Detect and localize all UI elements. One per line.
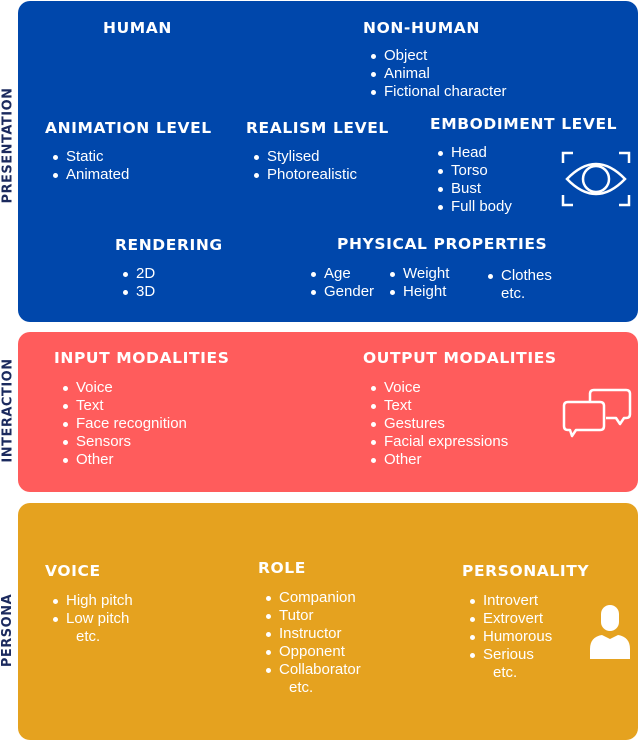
physical-properties-col2: Weight Height	[387, 265, 449, 301]
list-item: Height	[387, 283, 449, 301]
rendering-heading: RENDERING	[115, 236, 223, 254]
list-item: Other	[368, 451, 508, 469]
list-item: Animal	[368, 65, 507, 83]
animation-level-list: Static Animated	[50, 148, 129, 184]
list-item: Opponent	[263, 643, 361, 661]
rendering-list: 2D 3D	[120, 265, 155, 301]
persona-panel: VOICE High pitch Low pitch etc. ROLE Com…	[18, 503, 638, 740]
physical-properties-col1: Age Gender	[308, 265, 374, 301]
persona-side-label: PERSONA	[0, 575, 16, 685]
list-item: 3D	[120, 283, 155, 301]
list-item: Animated	[50, 166, 129, 184]
embodiment-level-heading: EMBODIMENT LEVEL	[430, 115, 618, 133]
list-item: Instructor	[263, 625, 361, 643]
presentation-label-text: PRESENTATION	[0, 86, 16, 204]
physical-properties-col3: Clothes etc.	[485, 267, 552, 303]
realism-level-list: Stylised Photorealistic	[251, 148, 357, 184]
personality-list: Introvert Extrovert Humorous Serious etc…	[467, 592, 552, 682]
list-item: Other	[60, 451, 187, 469]
embodiment-level-list: Head Torso Bust Full body	[435, 144, 512, 216]
output-modalities-heading: OUTPUT MODALITIES	[363, 349, 557, 367]
list-item: Torso	[435, 162, 512, 180]
list-item: Text	[60, 397, 187, 415]
list-item: Photorealistic	[251, 166, 357, 184]
eye-scan-icon	[561, 151, 631, 207]
role-list: Companion Tutor Instructor Opponent Coll…	[263, 589, 361, 697]
role-heading: ROLE	[258, 559, 306, 577]
list-item: Extrovert	[467, 610, 552, 628]
input-modalities-heading: INPUT MODALITIES	[54, 349, 230, 367]
list-item: Gender	[308, 283, 374, 301]
list-item: Fictional character	[368, 83, 507, 101]
presentation-side-label: PRESENTATION	[0, 60, 16, 230]
etc-note: etc.	[501, 285, 526, 302]
list-item: 2D	[120, 265, 155, 283]
etc-note: etc.	[289, 679, 314, 696]
list-item: Humorous	[467, 628, 552, 646]
list-item: Clothes	[485, 267, 552, 285]
animation-level-heading: ANIMATION LEVEL	[45, 119, 212, 137]
list-item: Text	[368, 397, 508, 415]
list-item: Stylised	[251, 148, 357, 166]
list-item: Facial expressions	[368, 433, 508, 451]
non-human-list: Object Animal Fictional character	[368, 47, 507, 101]
voice-heading: VOICE	[45, 562, 101, 580]
list-item: Companion	[263, 589, 361, 607]
voice-list: High pitch Low pitch etc.	[50, 592, 133, 646]
list-item: High pitch	[50, 592, 133, 610]
persona-label-text: PERSONA	[0, 593, 16, 667]
interaction-side-label: INTERACTION	[0, 340, 16, 480]
list-item: Low pitch	[50, 610, 133, 628]
list-item: Head	[435, 144, 512, 162]
output-modalities-list: Voice Text Gestures Facial expressions O…	[368, 379, 508, 469]
input-modalities-list: Voice Text Face recognition Sensors Othe…	[60, 379, 187, 469]
list-item: Tutor	[263, 607, 361, 625]
list-item: Introvert	[467, 592, 552, 610]
list-item: Serious	[467, 646, 552, 664]
list-item: Voice	[368, 379, 508, 397]
list-item: Bust	[435, 180, 512, 198]
interaction-panel: INPUT MODALITIES Voice Text Face recogni…	[18, 332, 638, 492]
physical-properties-heading: PHYSICAL PROPERTIES	[337, 235, 548, 253]
presentation-panel: HUMAN NON-HUMAN Object Animal Fictional …	[18, 1, 638, 322]
list-item: Weight	[387, 265, 449, 283]
list-item: Face recognition	[60, 415, 187, 433]
non-human-heading: NON-HUMAN	[363, 19, 480, 37]
personality-heading: PERSONALITY	[462, 562, 590, 580]
chat-bubbles-icon	[562, 388, 632, 438]
list-item: Gestures	[368, 415, 508, 433]
list-item: Static	[50, 148, 129, 166]
list-item: Voice	[60, 379, 187, 397]
list-item: Sensors	[60, 433, 187, 451]
etc-note: etc.	[493, 664, 518, 681]
interaction-label-text: INTERACTION	[0, 357, 16, 463]
list-item: Age	[308, 265, 374, 283]
person-icon	[590, 605, 630, 659]
human-heading: HUMAN	[103, 19, 172, 37]
etc-note: etc.	[76, 628, 101, 645]
realism-level-heading: REALISM LEVEL	[246, 119, 389, 137]
list-item: Object	[368, 47, 507, 65]
list-item: Collaborator	[263, 661, 361, 679]
list-item: Full body	[435, 198, 512, 216]
